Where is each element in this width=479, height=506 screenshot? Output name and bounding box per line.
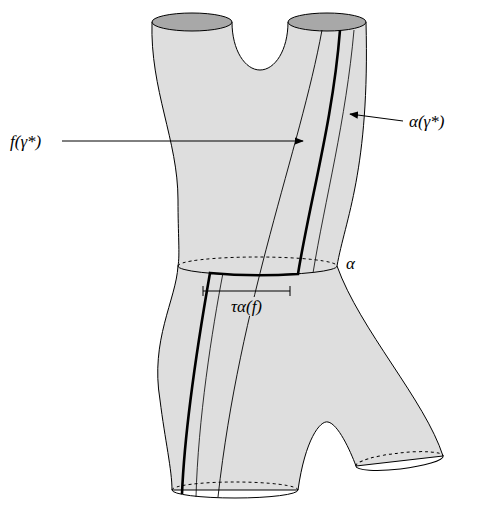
math-label: τα(f) (229, 297, 264, 316)
surface-body (152, 22, 443, 490)
boundary-cuff (356, 456, 444, 474)
boundary-cuff (172, 482, 298, 490)
alpha-curve (178, 257, 337, 266)
math-label: f(γ*) (8, 132, 43, 151)
twisted-curve (182, 30, 340, 494)
boundary-cuff (288, 13, 366, 31)
math-label: α(γ*) (407, 112, 446, 131)
leader-arrow (62, 141, 303, 142)
boundary-cuff (172, 490, 298, 498)
leader-arrow (350, 114, 403, 121)
twisted-curve (218, 30, 322, 497)
measure-bracket (203, 286, 290, 296)
boundary-cuff (152, 13, 232, 31)
math-label: α (344, 254, 357, 273)
strip-line (313, 30, 354, 273)
strip-line (196, 273, 223, 497)
